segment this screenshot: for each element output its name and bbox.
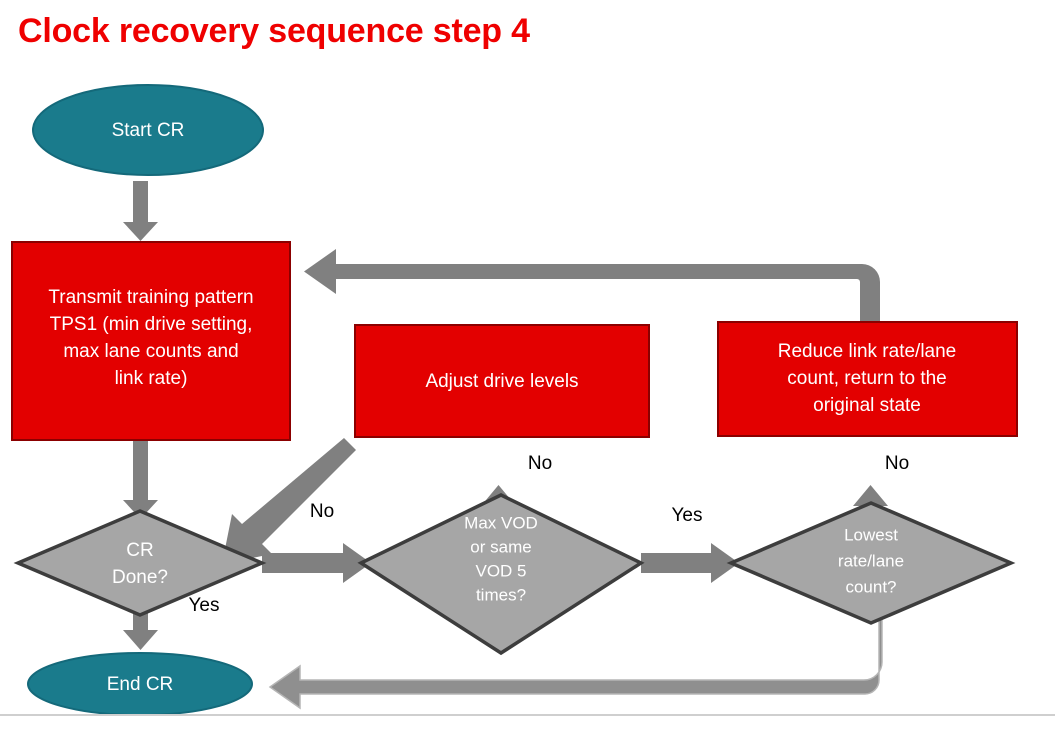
- node-cr-done-decision[interactable]: CR Done?: [13, 509, 267, 617]
- node-max-vod-line-3: VOD 5: [475, 561, 526, 580]
- node-end-cr-label: End CR: [107, 674, 174, 695]
- node-transmit-line-2: TPS1 (min drive setting,: [50, 314, 253, 335]
- arrow-elbow-return-bottom-icon-lowest-to-end: [268, 601, 883, 710]
- arrow-right-icon-crdone-to-maxvod: [262, 543, 371, 583]
- edge-label-lowest-no: No: [885, 453, 909, 474]
- node-transmit-line-1: Transmit training pattern: [48, 287, 253, 308]
- edge-label-crdone-no: No: [310, 501, 334, 522]
- edge-label-crdone-yes: Yes: [189, 595, 220, 616]
- node-max-vod-line-2: or same: [470, 537, 531, 556]
- node-reduce-line-2: count, return to the: [787, 368, 947, 389]
- node-cr-done-line-2: Done?: [112, 567, 168, 588]
- page-title: Clock recovery sequence step 4: [18, 12, 530, 50]
- node-end-cr[interactable]: End CR: [27, 652, 253, 716]
- arrow-right-icon-maxvod-to-lowest: [641, 543, 739, 583]
- node-start-cr[interactable]: Start CR: [32, 84, 264, 176]
- node-adjust-label: Adjust drive levels: [425, 371, 578, 392]
- node-lowest-rate-decision[interactable]: Lowest rate/lane count?: [726, 501, 1016, 625]
- node-start-cr-label: Start CR: [112, 120, 185, 141]
- node-max-vod-decision[interactable]: Max VOD or same VOD 5 times?: [357, 493, 645, 656]
- arrow-down-icon-transmit-to-crdone: [123, 441, 158, 519]
- node-max-vod-line-4: times?: [476, 585, 526, 604]
- edge-label-maxvod-no: No: [528, 453, 552, 474]
- node-adjust-drive-levels[interactable]: Adjust drive levels: [354, 324, 650, 438]
- arrow-elbow-return-top-icon-reduce-to-transmit: [304, 249, 880, 322]
- arrow-down-icon-start-to-transmit: [123, 181, 158, 241]
- node-max-vod-line-1: Max VOD: [464, 513, 538, 532]
- node-lowest-line-1: Lowest: [844, 525, 898, 544]
- node-reduce-line-3: original state: [813, 395, 921, 416]
- node-cr-done-line-1: CR: [126, 540, 153, 561]
- node-reduce-line-1: Reduce link rate/lane: [778, 341, 957, 362]
- node-transmit-line-3: max lane counts and: [63, 341, 238, 362]
- node-lowest-line-2: rate/lane: [838, 551, 904, 570]
- node-transmit-training-pattern[interactable]: Transmit training pattern TPS1 (min driv…: [11, 241, 291, 441]
- node-transmit-line-4: link rate): [115, 368, 188, 389]
- arrow-diagonal-down-left-icon-adjust-to-crdone: [222, 438, 356, 564]
- node-lowest-line-3: count?: [845, 577, 896, 596]
- edge-label-maxvod-yes: Yes: [672, 505, 703, 526]
- arrow-down-icon-crdone-to-end: [123, 603, 158, 650]
- node-reduce-link-rate[interactable]: Reduce link rate/lane count, return to t…: [717, 321, 1018, 437]
